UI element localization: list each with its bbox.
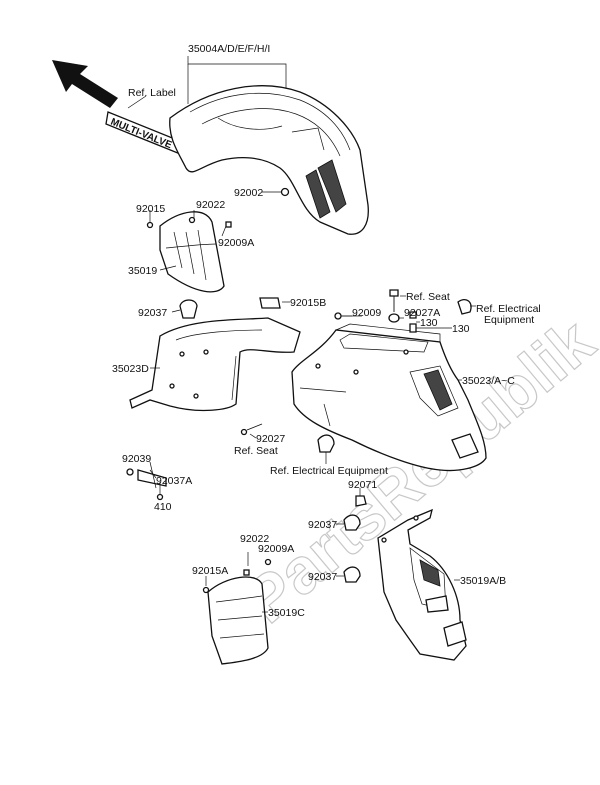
label-92037-c: 92037 (308, 571, 337, 583)
fastener-92027 (240, 423, 263, 436)
label-130-a: 130 (420, 317, 438, 329)
label-35019c: 35019C (268, 607, 305, 619)
clip-92037-upper (179, 299, 198, 319)
clip-92037-lower (343, 566, 361, 583)
label-35019ab: 35019A/B (460, 575, 506, 587)
label-130-b: 130 (452, 323, 470, 335)
front-fender (169, 85, 369, 235)
label-92037-b: 92037 (308, 519, 337, 531)
label-92009-mid: 92009 (352, 307, 381, 319)
label-92037a: 92037A (156, 475, 192, 487)
label-92015b: 92015B (290, 297, 326, 309)
label-ref-electrical-top-2: Equipment (484, 314, 534, 326)
clip-ref-electrical-top (457, 298, 472, 315)
leader-lines (127, 56, 476, 613)
label-ref-electrical-bottom: Ref. Electrical Equipment (270, 465, 388, 477)
direction-arrow-icon (52, 60, 118, 108)
fastener-130 (409, 311, 417, 333)
label-92015a: 92015A (192, 565, 228, 577)
clip-92037-mid (343, 514, 361, 531)
label-ref-seat-top: Ref. Seat (406, 291, 450, 303)
label-92039: 92039 (122, 453, 151, 465)
label-92022-top: 92022 (196, 199, 225, 211)
lower-flap-35019c (202, 569, 269, 665)
label-35023ac: 35023/A~C (462, 375, 515, 387)
clip-92015b (259, 297, 281, 309)
label-410: 410 (154, 501, 172, 513)
label-35023d: 35023D (112, 363, 149, 375)
label-92015-top: 92015 (136, 203, 165, 215)
rear-flap-35019ab (377, 508, 467, 661)
label-ref-seat-mid: Ref. Seat (234, 445, 278, 457)
nut-92071 (355, 495, 367, 507)
label-92022-bottom: 92022 (240, 533, 269, 545)
rear-fender-35023 (291, 323, 487, 472)
fastener-92009-mid (334, 312, 352, 320)
label-92037-a: 92037 (138, 307, 167, 319)
inner-fender-35023d (129, 317, 301, 412)
label-92002: 92002 (234, 187, 263, 199)
label-ref-electrical-top-1: Ref. Electrical (476, 303, 541, 315)
clip-ref-electrical-bottom (317, 434, 335, 453)
mudguard-35019 (146, 211, 232, 293)
bracket-92039 (126, 468, 167, 501)
label-92009a-top: 92009A (218, 237, 254, 249)
part-labels: 35004A/D/E/F/H/I Ref. Label 92002 92015 … (112, 43, 541, 619)
label-92027a: 92027A (404, 307, 440, 319)
fastener-92009a-bottom (264, 558, 272, 566)
label-35019: 35019 (128, 265, 157, 277)
label-92009a-bottom: 92009A (258, 543, 294, 555)
label-ref-label: Ref. Label (128, 87, 176, 99)
fastener-92027a (388, 313, 400, 323)
label-92027: 92027 (256, 433, 285, 445)
fastener-ref-seat-top (389, 289, 399, 312)
label-35004: 35004A/D/E/F/H/I (188, 43, 270, 55)
label-92071: 92071 (348, 479, 377, 491)
